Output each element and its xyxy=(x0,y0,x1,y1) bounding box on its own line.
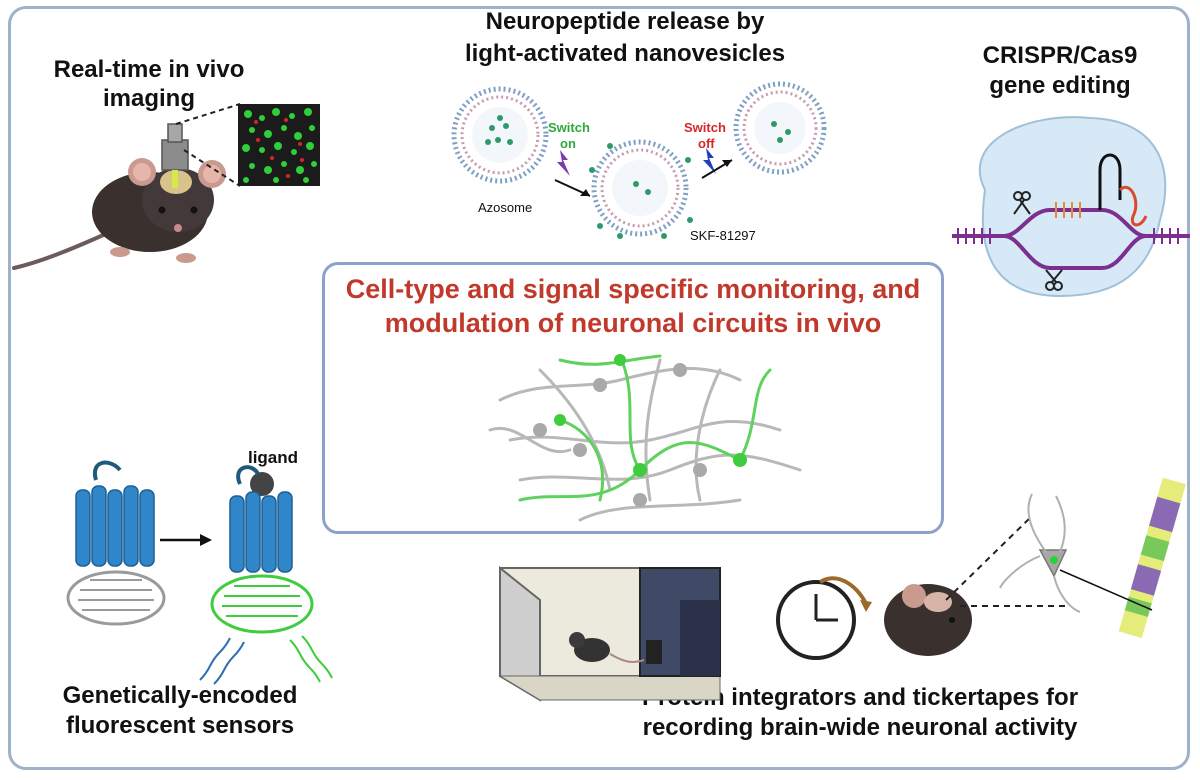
center-title-line1: Cell-type and signal specific monitoring… xyxy=(345,274,921,304)
center-title: Cell-type and signal specific monitoring… xyxy=(325,273,941,341)
integrators-title-line2: recording brain-wide neuronal activity xyxy=(642,714,1078,741)
released-vesicle xyxy=(589,139,693,239)
azosome-label: Azosome xyxy=(478,200,533,215)
switch-on-label-line1: Switch xyxy=(548,120,590,135)
switch-on-label-line2: on xyxy=(560,136,576,151)
reclosed-vesicle xyxy=(733,81,827,175)
switch-off-label-line2: off xyxy=(698,136,715,151)
ligand-label: ligand xyxy=(247,448,299,467)
center-panel: Cell-type and signal specific monitoring… xyxy=(322,262,944,534)
azosome-vesicle xyxy=(451,86,549,184)
center-title-line2: modulation of neuronal circuits in vivo xyxy=(384,307,882,338)
switch-off-label-line1: Switch xyxy=(684,120,726,135)
crispr-title-line1: CRISPR/Cas9 xyxy=(982,42,1138,69)
imaging-title: Real-time in vivo imaging xyxy=(53,56,245,112)
neuropeptide-title-line2: light-activated nanovesicles xyxy=(464,40,786,67)
crispr-title-line2: gene editing xyxy=(989,72,1131,99)
sensors-title-line1: Genetically-encoded xyxy=(62,682,298,709)
drug-label: SKF-81297 xyxy=(690,228,756,243)
sensors-title-line2: fluorescent sensors xyxy=(65,712,295,739)
neuropeptide-title-line1: Neuropeptide release by xyxy=(485,8,765,35)
